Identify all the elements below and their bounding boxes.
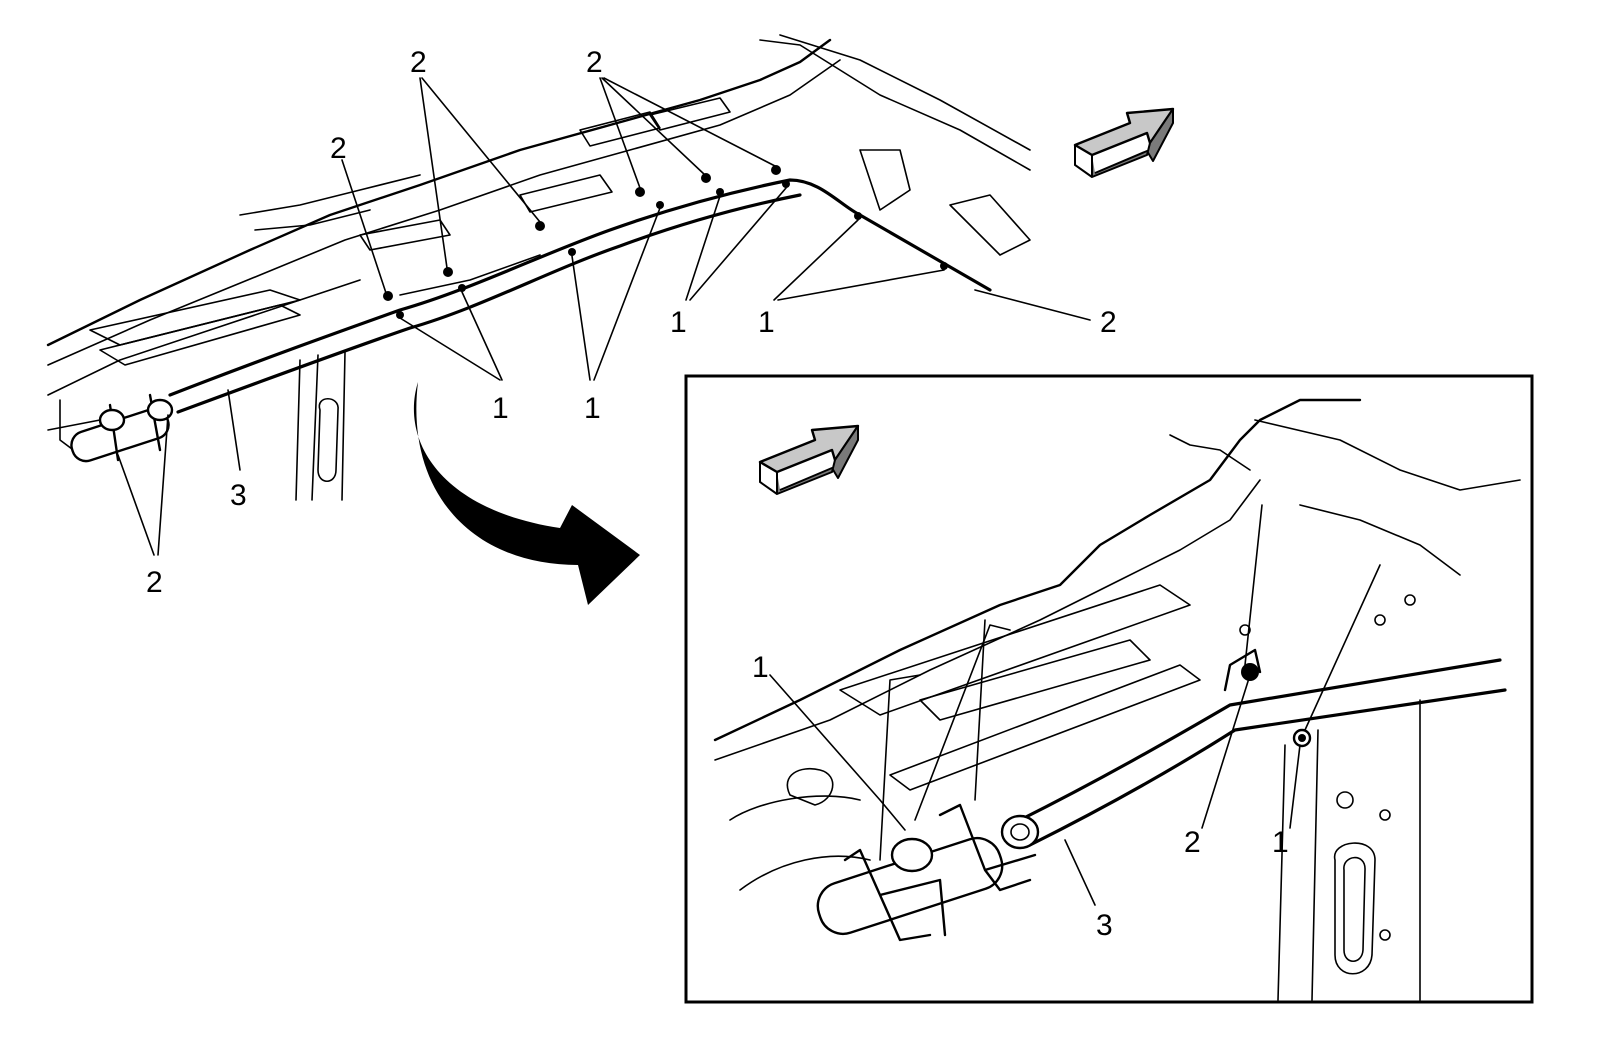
- forward-direction-arrow-icon: [1073, 107, 1175, 178]
- fastener: [383, 291, 393, 301]
- callout-3: 3: [1096, 909, 1113, 942]
- detail-air-bag-module: [816, 648, 1507, 942]
- callout-2: 2: [330, 132, 347, 165]
- callout-2: 2: [1184, 826, 1201, 859]
- overview-illustration: 2 2 2 2 2 1 1 1 1 3: [46, 34, 1175, 599]
- fastener: [535, 221, 545, 231]
- callout-1: 1: [492, 392, 509, 425]
- detail-callouts: 1 1 2 3: [752, 651, 1289, 942]
- roof-structure: [46, 34, 1031, 501]
- fastener: [443, 267, 453, 277]
- fastener: [656, 201, 664, 209]
- fastener: [782, 180, 790, 188]
- curved-pointer-arrow-icon: [413, 382, 640, 605]
- detail-view: 1 1 2 3: [684, 374, 1534, 1004]
- callout-2: 2: [146, 566, 163, 599]
- callout-1: 1: [1272, 826, 1289, 859]
- callout-1: 1: [670, 306, 687, 339]
- callout-2: 2: [410, 46, 427, 79]
- overview-callouts: 2 2 2 2 2 1 1 1 1 3: [146, 46, 1117, 599]
- fastener: [568, 248, 576, 256]
- fastener: [854, 212, 862, 220]
- fastener: [458, 284, 466, 292]
- fastener: [771, 165, 781, 175]
- fastener: [1241, 663, 1259, 681]
- fastener: [716, 188, 724, 196]
- fastener: [635, 187, 645, 197]
- roof-rail-air-bag-module: [70, 178, 992, 463]
- detail-leader-lines: [769, 504, 1381, 906]
- fastener: [396, 311, 404, 319]
- callout-2: 2: [586, 46, 603, 79]
- callout-2: 2: [1100, 306, 1117, 339]
- callout-1: 1: [584, 392, 601, 425]
- callout-3: 3: [230, 479, 247, 512]
- callout-1: 1: [752, 651, 769, 684]
- fastener: [701, 173, 711, 183]
- callout-1: 1: [758, 306, 775, 339]
- fastener: [940, 262, 948, 270]
- detail-roof-structure: [713, 398, 1521, 1001]
- forward-direction-arrow-icon: [758, 424, 860, 495]
- fastener-set: [383, 165, 948, 319]
- overview-leader-lines: [117, 77, 1091, 556]
